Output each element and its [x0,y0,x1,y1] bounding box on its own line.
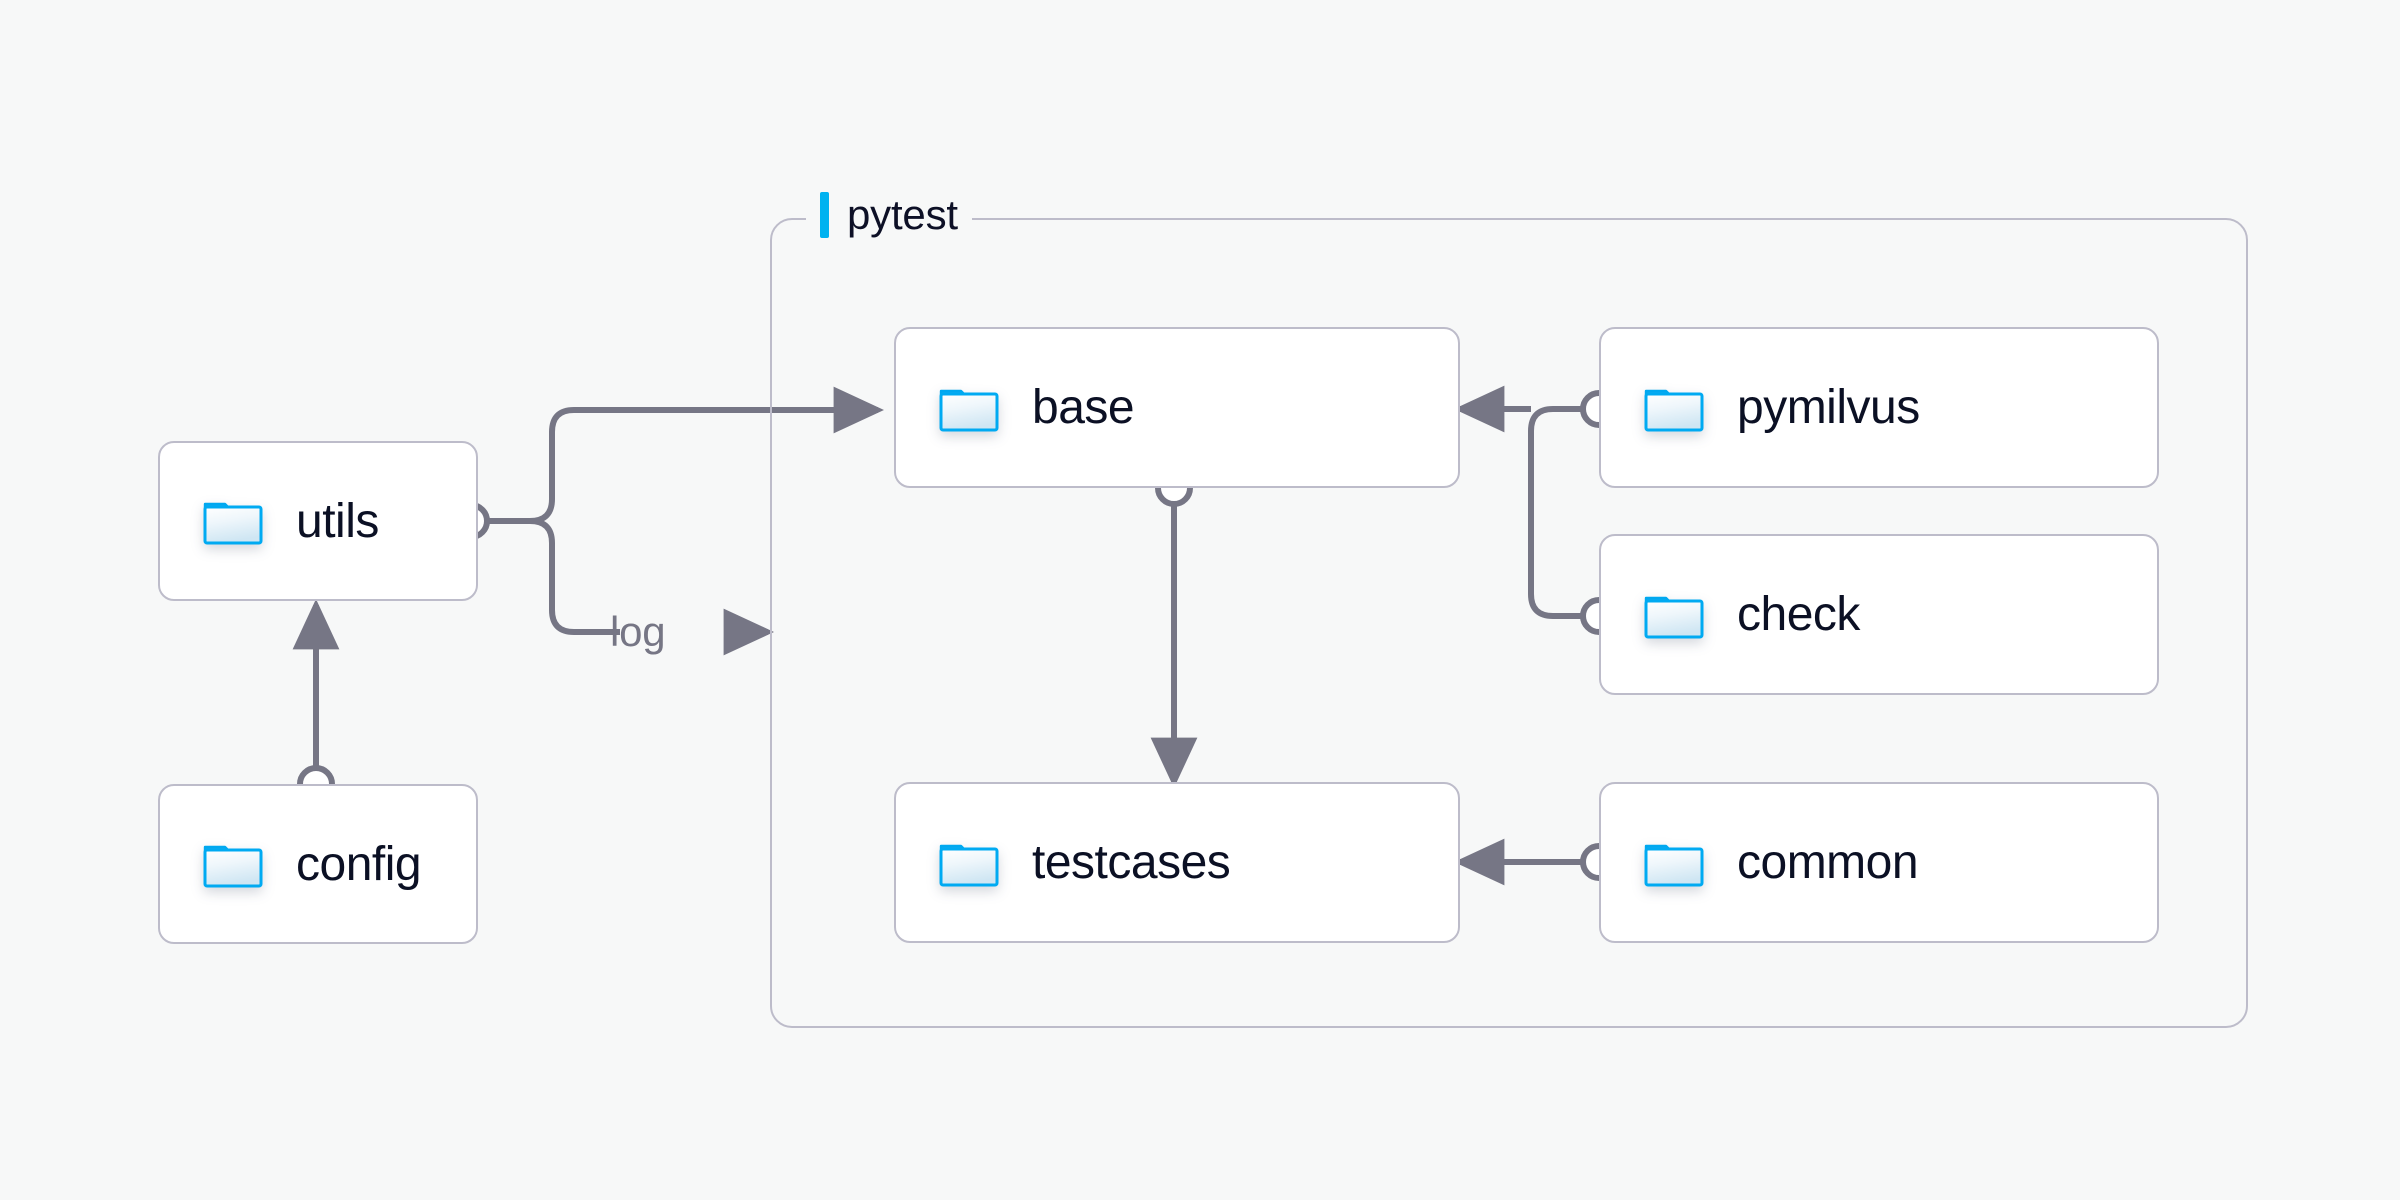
folder-icon [938,837,1000,889]
node-check[interactable]: check [1599,534,2159,695]
node-utils[interactable]: utils [158,441,478,601]
node-label: testcases [1032,836,1231,889]
node-testcases[interactable]: testcases [894,782,1460,943]
pytest-accent-bar [820,192,829,238]
node-label: base [1032,381,1135,434]
pytest-group-label: pytest [806,186,972,244]
node-label: utils [296,494,379,548]
folder-icon [1643,837,1705,889]
edge-config-to-utils [292,599,340,803]
node-common[interactable]: common [1599,782,2159,943]
folder-icon [1643,589,1705,641]
folder-icon [202,838,264,890]
node-label: config [296,837,422,891]
pytest-group-label-text: pytest [847,191,958,238]
node-label: check [1737,588,1860,641]
edge-label-log: log [610,608,666,655]
pytest-group-container [770,218,2248,1028]
node-base[interactable]: base [894,327,1460,488]
folder-icon [938,382,1000,434]
node-label: common [1737,836,1919,889]
node-config[interactable]: config [158,784,478,944]
node-pymilvus[interactable]: pymilvus [1599,327,2159,488]
folder-icon [202,495,264,547]
node-label: pymilvus [1737,381,1920,434]
folder-icon [1643,382,1705,434]
